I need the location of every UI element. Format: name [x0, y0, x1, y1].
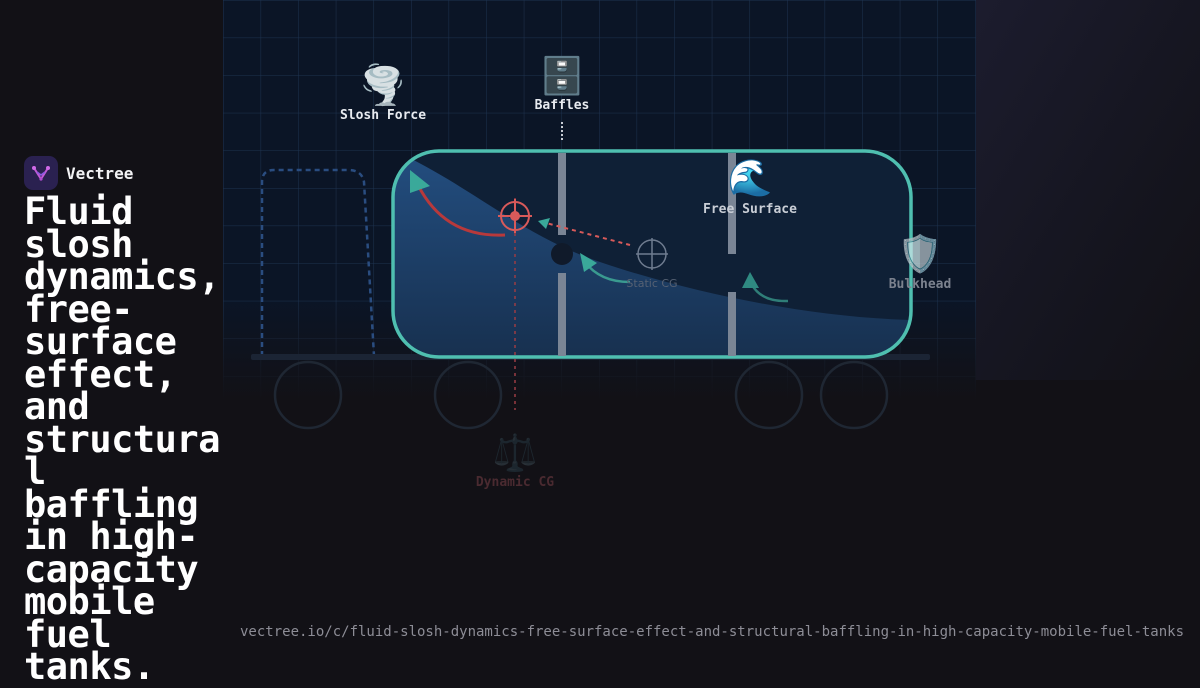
page-title: Fluid slosh dynamics, free-surface effec…	[24, 190, 220, 688]
static-cg-marker	[636, 238, 668, 270]
balance-scale-icon: ⚖️	[493, 432, 538, 474]
truck-wheels	[273, 360, 889, 430]
wheel	[734, 360, 804, 430]
wave-icon: 🌊	[728, 157, 773, 199]
baffle-plate	[728, 153, 736, 254]
right-shade-panel	[976, 0, 1200, 380]
free-surface-label: Free Surface	[703, 202, 797, 217]
baffle-orifice	[551, 243, 573, 265]
wheel	[433, 360, 503, 430]
wheel	[273, 360, 343, 430]
sloshing-fluid	[393, 151, 911, 357]
slosh-force-label: Slosh Force	[340, 108, 426, 123]
wheel	[819, 360, 889, 430]
brand[interactable]: Vectree	[24, 156, 133, 190]
cg-shift-line	[545, 222, 631, 246]
baffle-plates	[558, 153, 736, 356]
shield-icon: 🛡️	[898, 233, 943, 275]
baffle-plate	[728, 292, 736, 356]
file-cabinet-icon: 🗄️	[540, 55, 585, 97]
slosh-arrow-head	[410, 170, 430, 193]
source-url[interactable]: vectree.io/c/fluid-slosh-dynamics-free-s…	[240, 624, 1185, 640]
vectree-logo-icon	[24, 156, 58, 190]
baffles-label: Baffles	[535, 98, 590, 113]
tornado-icon: 🌪️	[359, 62, 406, 108]
brand-name: Vectree	[66, 163, 134, 183]
static-cg-label: Static CG	[626, 277, 677, 290]
baffle-plate	[558, 153, 566, 235]
slosh-arrow	[416, 184, 506, 237]
tank-outline	[391, 149, 913, 359]
bulkhead-label: Bulkhead	[889, 277, 952, 292]
dynamic-cg-label: Dynamic CG	[476, 475, 554, 490]
baffle-plate	[558, 273, 566, 356]
